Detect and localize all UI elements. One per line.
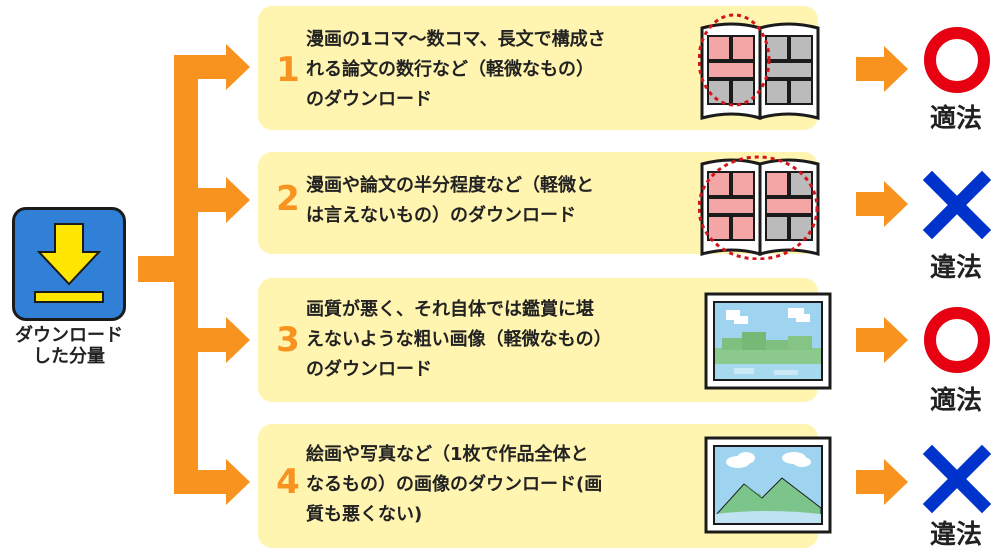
source-caption: ダウンロード した分量 [15, 325, 123, 367]
verdict-arrow-2-shaft [856, 192, 884, 216]
row-text-2: 漫画や論文の半分程度など（軽微と は言えないもの）のダウンロード [306, 175, 594, 226]
legal-circle-icon-1 [924, 27, 990, 93]
landscape-picture-icon [704, 436, 832, 538]
row-text-4: 絵画や写真など（1枚で作品全体と なるもの）の画像のダウンロード(画 質も悪くな… [306, 444, 603, 525]
verdict-label-4: 違法 [929, 520, 982, 550]
branch-arrow-4-shaft [174, 470, 226, 494]
manga-book-icon [697, 148, 824, 264]
illegal-cross-icon-2 [922, 170, 992, 240]
row-number-3: 3 [276, 320, 300, 360]
verdict-arrow-4-shaft [856, 470, 884, 494]
branch-arrow-1-shaft [174, 55, 226, 79]
row-text-1: 漫画の1コマ〜数コマ、長文で構成さ れる論文の数行など（軽微なもの） のダウンロ… [306, 29, 606, 110]
branch-arrow-3-shaft [174, 328, 226, 352]
verdict-arrow-3-shaft [856, 328, 884, 352]
branch-arrow-1-head [226, 44, 250, 90]
verdict-arrow-3-head [884, 317, 908, 363]
verdict-arrow-4-head [884, 459, 908, 505]
row-text-3: 画質が悪く、それ自体では鑑賞に堪 えないような粗い画像（軽微なもの） のダウンロ… [306, 299, 612, 380]
branch-arrow-2-shaft [174, 188, 226, 212]
download-icon [12, 207, 126, 321]
manga-book-icon [697, 12, 824, 128]
verdict-arrow-2-head [884, 181, 908, 227]
legal-circle-icon-3 [924, 307, 990, 373]
verdict-label-3: 適法 [929, 386, 982, 416]
row-number-4: 4 [276, 462, 300, 502]
illegal-cross-icon-4 [922, 444, 992, 514]
verdict-label-2: 違法 [929, 253, 982, 283]
branch-arrow-2-head [226, 177, 250, 223]
branch-arrow-4-head [226, 459, 250, 505]
verdict-arrow-1-head [884, 46, 908, 92]
row-number-2: 2 [276, 179, 300, 219]
branch-arrow-3-head [226, 317, 250, 363]
connector-spine [174, 55, 198, 493]
row-number-1: 1 [276, 50, 300, 90]
pixelated-picture-icon [704, 292, 832, 394]
verdict-arrow-1-shaft [856, 57, 884, 81]
verdict-label-1: 適法 [929, 104, 982, 134]
